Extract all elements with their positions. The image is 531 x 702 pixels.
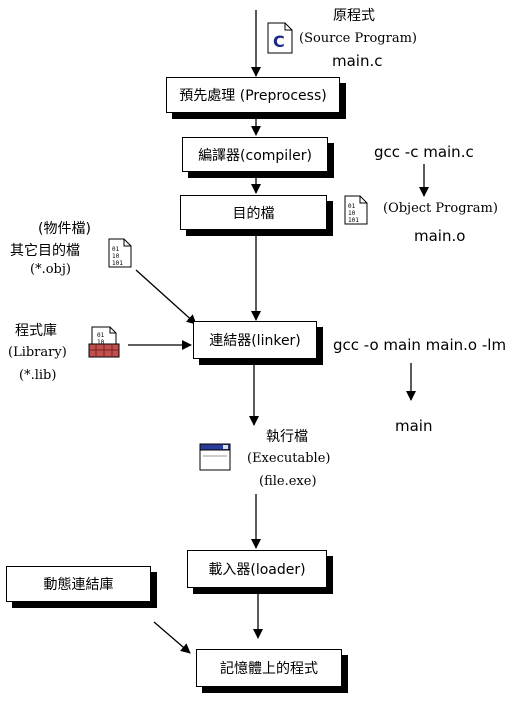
gcc-link-command: gcc -o main main.o -lm — [333, 336, 507, 354]
library-ext: (*.lib) — [19, 368, 57, 383]
library-label: 程式庫 — [15, 323, 57, 339]
gcc-compile-command: gcc -c main.c — [374, 143, 474, 161]
library-label-en: (Library) — [8, 345, 67, 360]
link-output-main: main — [395, 417, 433, 435]
svg-text:101: 101 — [348, 217, 359, 224]
source-label-en: (Source Program) — [299, 31, 417, 46]
linker-box: 連結器(linker) — [193, 321, 317, 359]
svg-text:10: 10 — [112, 253, 120, 260]
executable-label: 執行檔 — [266, 429, 308, 445]
svg-text:01: 01 — [112, 246, 120, 253]
svg-text:10: 10 — [348, 210, 356, 217]
source-filename: main.c — [332, 52, 383, 70]
object-box: 目的檔 — [180, 195, 327, 230]
svg-text:C: C — [273, 32, 285, 51]
library-icon: 01 10 — [88, 326, 120, 358]
preprocess-box: 預先處理 (Preprocess) — [166, 77, 340, 113]
memory-box: 記憶體上的程式 — [196, 649, 342, 687]
object-filename: main.o — [414, 227, 466, 245]
svg-text:01: 01 — [97, 332, 105, 339]
executable-label-en: (Executable) — [247, 451, 331, 466]
dynamic-lib-box: 動態連結庫 — [6, 566, 151, 602]
svg-text:01: 01 — [348, 203, 356, 210]
binary-file-icon: 01 10 101 — [108, 238, 132, 268]
other-objects-label: 其它目的檔 — [10, 243, 80, 259]
other-objects-ext: (*.obj) — [30, 262, 71, 277]
window-icon — [199, 443, 231, 471]
source-label-cn: 原程式 — [333, 8, 375, 24]
arrow-objfiles-to-linker — [135, 269, 197, 325]
svg-text:10: 10 — [97, 339, 105, 346]
binary-file-icon: 01 10 101 — [344, 195, 368, 225]
compiler-box: 編譯器(compiler) — [182, 137, 328, 172]
other-objects-paren-label: (物件檔) — [38, 221, 91, 237]
arrow-dynlib-to-memory — [153, 621, 191, 654]
c-source-file-icon: C — [267, 22, 293, 54]
executable-ext: (file.exe) — [259, 474, 317, 489]
loader-box: 載入器(loader) — [187, 550, 327, 588]
svg-text:101: 101 — [112, 260, 123, 267]
object-program-label: (Object Program) — [383, 201, 498, 216]
